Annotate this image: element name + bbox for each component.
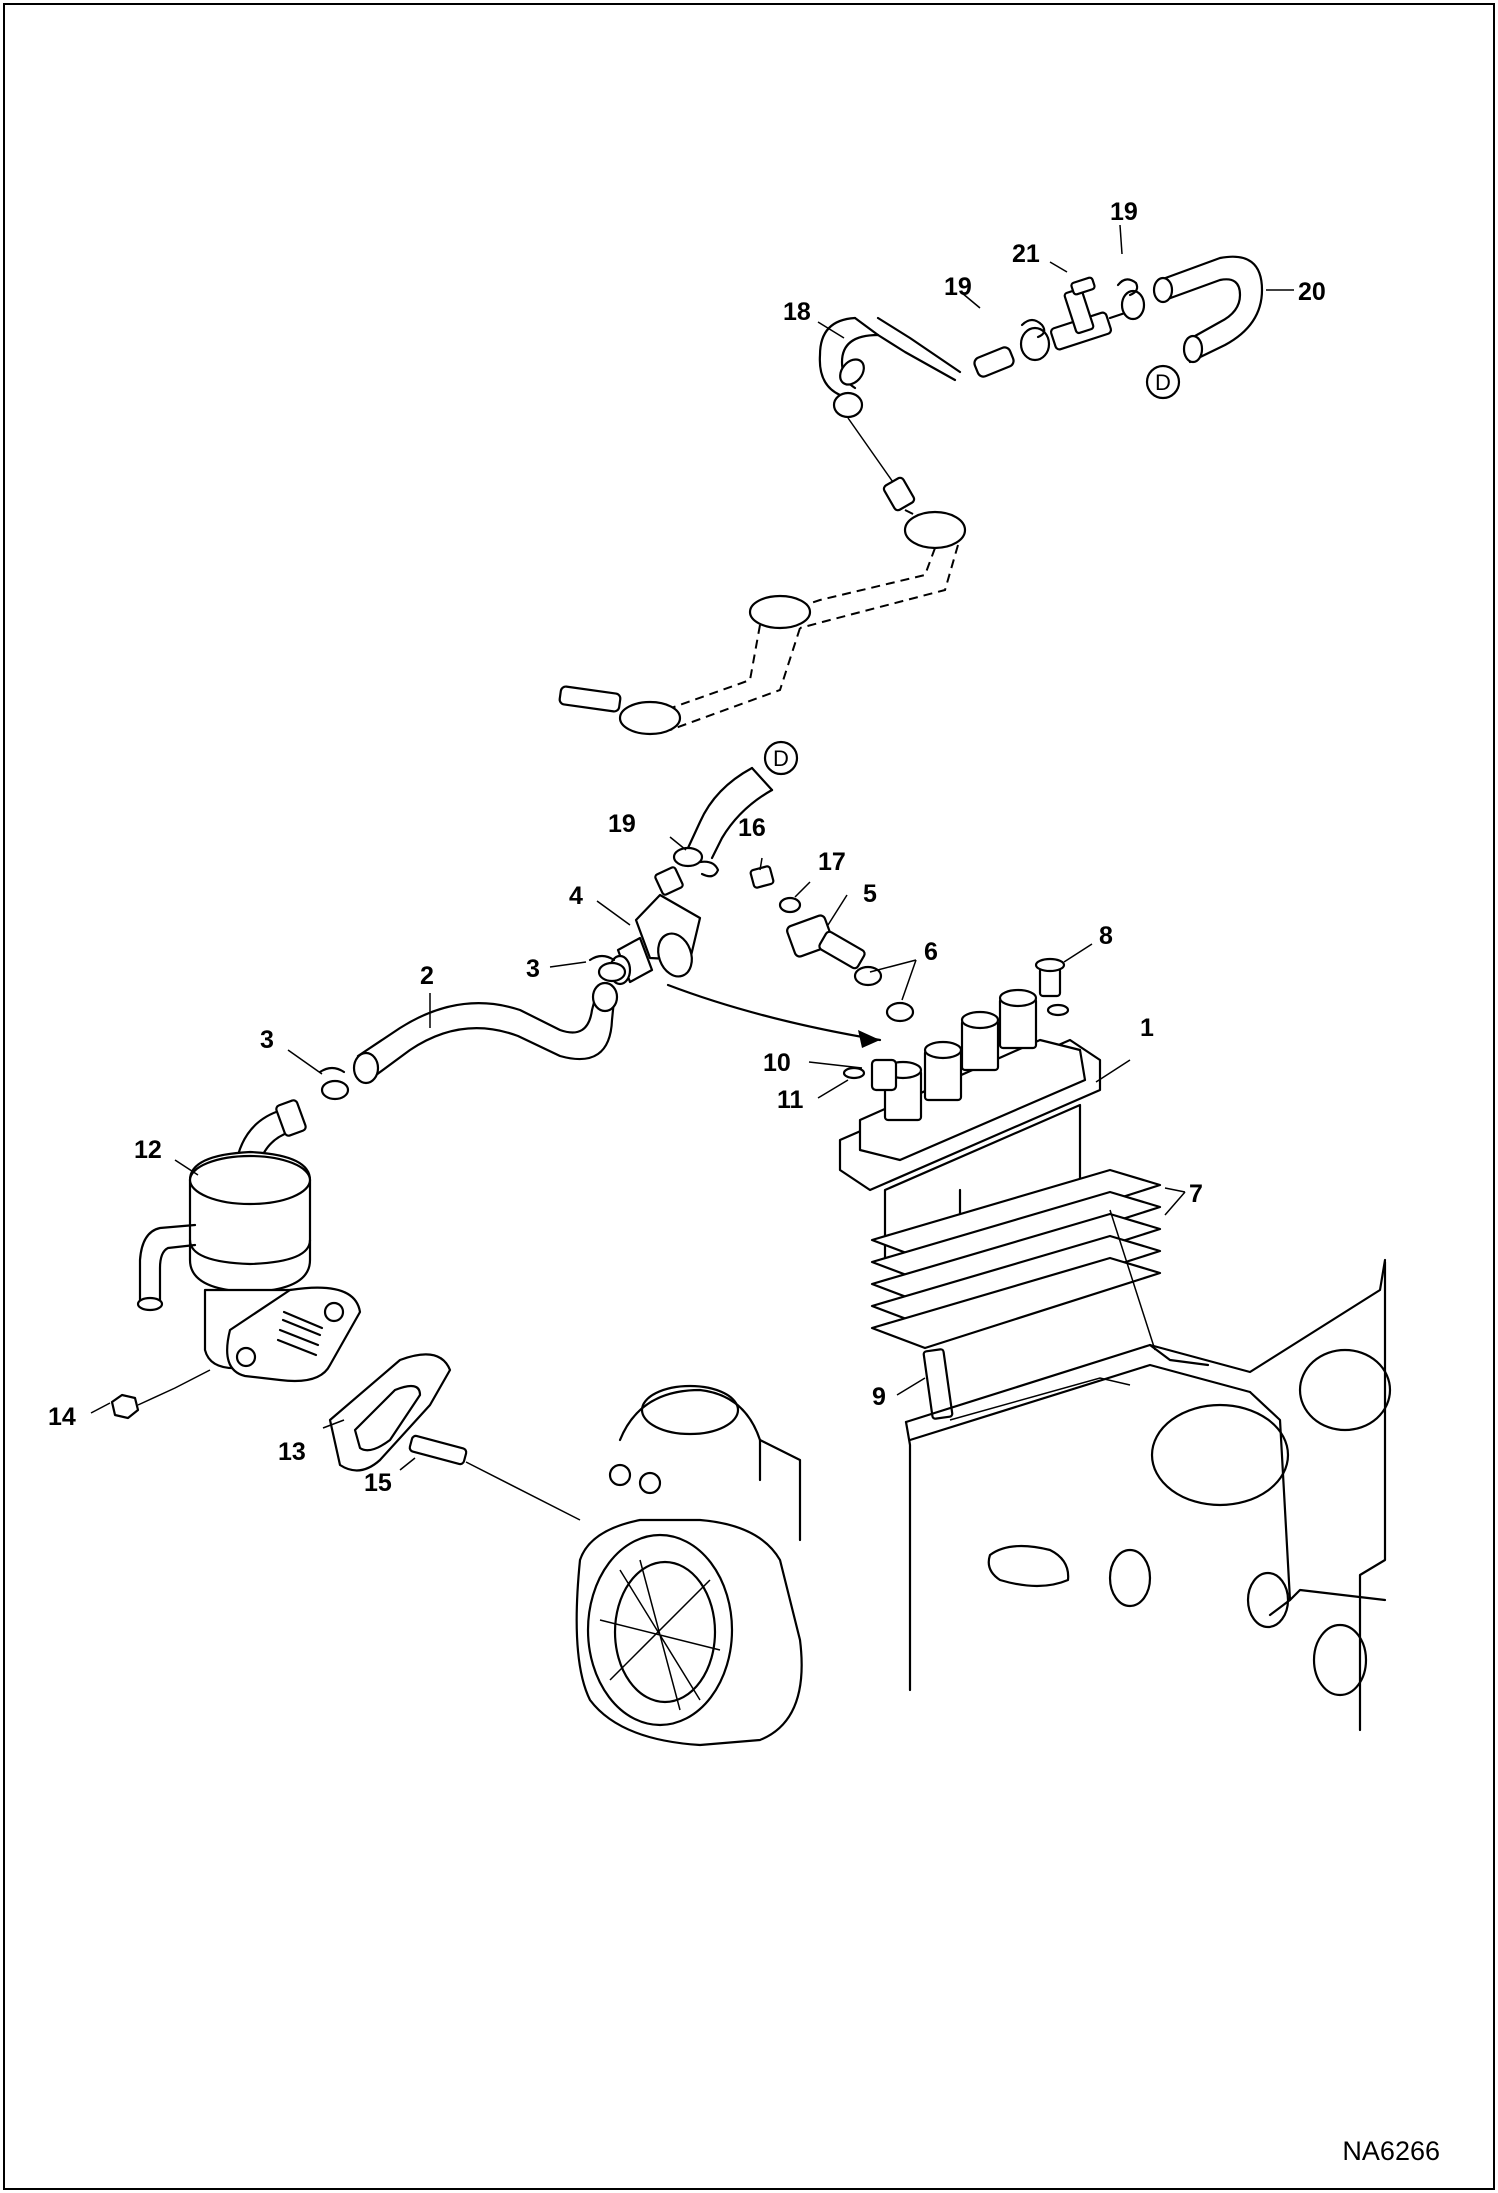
callout-17: 17 (818, 848, 846, 876)
connector-d-upper: D (1145, 364, 1181, 400)
callout-6: 6 (924, 938, 938, 966)
callout-11: 11 (777, 1086, 804, 1114)
pump-stud (408, 1434, 468, 1466)
callout-numbers: 1 2 3 3 4 5 6 7 8 9 10 11 12 13 14 15 16… (48, 198, 1326, 1497)
callout-2: 2 (420, 962, 434, 990)
callout-16: 16 (738, 814, 766, 842)
figure-id: NA6266 (1342, 2136, 1440, 2166)
callout-9: 9 (872, 1383, 886, 1411)
callout-10: 10 (763, 1049, 791, 1077)
pump-shims (870, 1168, 1162, 1351)
fuel-pump (136, 1099, 362, 1383)
callout-12: 12 (134, 1136, 162, 1164)
callout-4: 4 (569, 882, 583, 910)
callout-3: 3 (260, 1026, 274, 1054)
callout-15: 15 (364, 1469, 392, 1497)
gear-housing (575, 1384, 803, 1747)
callout-3: 3 (526, 955, 540, 983)
pump-nut (110, 1393, 140, 1420)
callout-7: 7 (1189, 1180, 1203, 1208)
fuel-supply-hoses (318, 766, 882, 1101)
callout-8: 8 (1099, 922, 1113, 950)
pump-stud (922, 1348, 954, 1420)
callout-21: 21 (1012, 240, 1040, 268)
callout-1: 1 (1140, 1014, 1154, 1042)
engine-block (904, 1258, 1392, 1732)
callout-13: 13 (278, 1438, 306, 1466)
leader-lines (90, 224, 1294, 1471)
callout-19: 19 (608, 810, 636, 838)
callout-20: 20 (1298, 278, 1326, 306)
fuel-return-line-assembly (558, 255, 1264, 736)
callout-19: 19 (1110, 198, 1138, 226)
diagram-border (3, 3, 1495, 2190)
pump-gasket (328, 1353, 452, 1472)
connector-letter: D (773, 746, 789, 771)
connector-letter: D (1155, 370, 1171, 395)
callout-14: 14 (48, 1403, 76, 1431)
callout-18: 18 (783, 298, 811, 326)
callout-19: 19 (944, 273, 972, 301)
connector-d-lower: D (763, 740, 799, 776)
callout-5: 5 (863, 880, 877, 908)
